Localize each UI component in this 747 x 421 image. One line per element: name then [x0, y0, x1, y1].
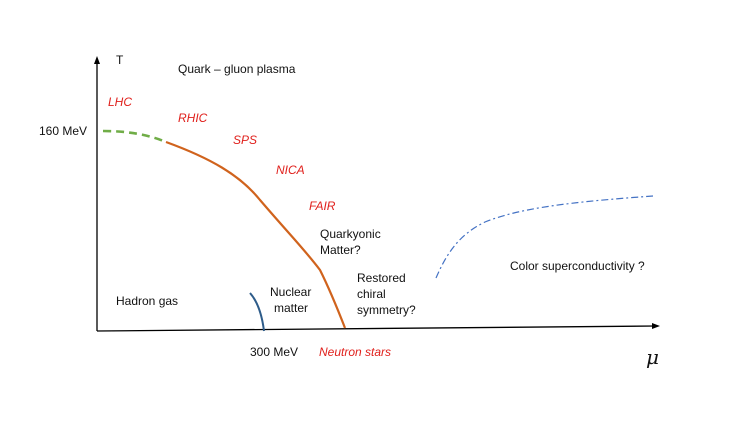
- color-superconductivity-label: Color superconductivity ?: [510, 259, 645, 273]
- nuclear-matter-label-line2: matter: [274, 301, 308, 315]
- y-tick-label: 160 MeV: [39, 124, 87, 138]
- color-superconductivity-line: [435, 195, 654, 279]
- x-axis-symbol: μ: [646, 345, 659, 369]
- nica-label: NICA: [276, 163, 305, 177]
- neutron-stars-label: Neutron stars: [319, 345, 391, 359]
- lhc-label: LHC: [108, 95, 132, 109]
- rhic-label: RHIC: [178, 111, 208, 125]
- sps-label: SPS: [233, 133, 257, 147]
- nuclear-matter-label-line1: Nuclear: [270, 285, 311, 299]
- first-order-transition-line: [165, 140, 347, 329]
- quarkyonic-label-line1: Quarkyonic: [320, 227, 381, 241]
- x-axis-line: [96, 323, 660, 332]
- hadron-gas-label: Hadron gas: [116, 294, 178, 308]
- quarkyonic-label-line2: Matter?: [320, 243, 361, 257]
- y-axis-symbol: T: [116, 53, 124, 67]
- nuclear-matter-line: [249, 292, 265, 332]
- restored-chiral-label-line3: symmetry?: [357, 303, 416, 317]
- crossover-line: [102, 129, 167, 144]
- quark-gluon-plasma-label: Quark – gluon plasma: [178, 62, 296, 76]
- restored-chiral-label-line1: Restored: [357, 271, 406, 285]
- restored-chiral-label-line2: chiral: [357, 287, 386, 301]
- x-tick-label: 300 MeV: [250, 345, 298, 359]
- fair-label: FAIR: [309, 199, 336, 213]
